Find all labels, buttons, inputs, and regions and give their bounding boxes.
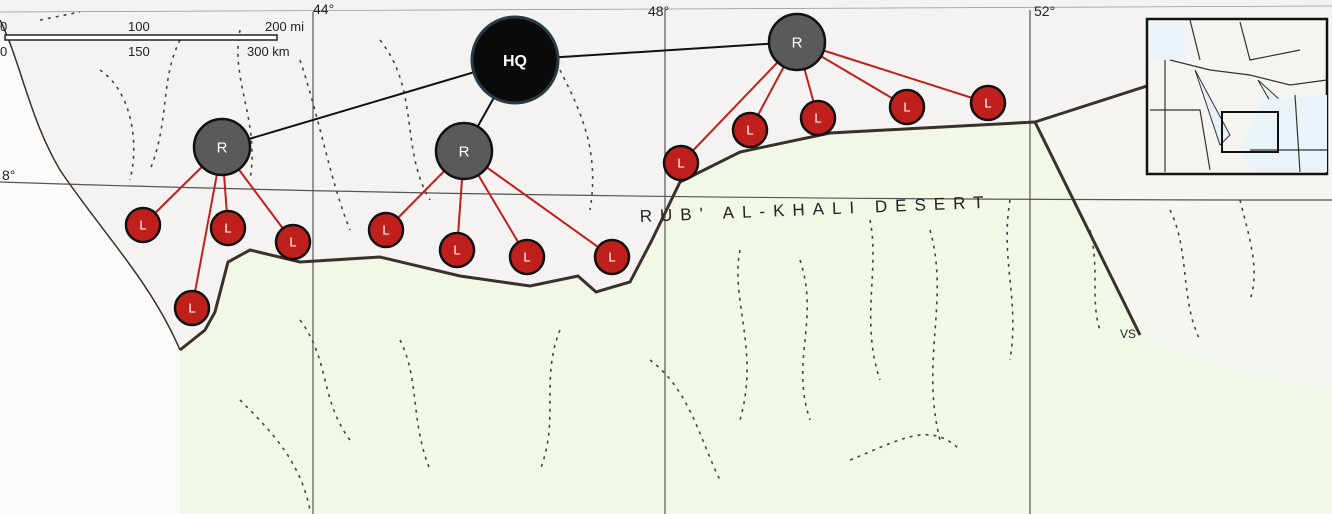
local-node-label: L [382, 223, 389, 238]
yemen-land [180, 122, 1332, 514]
local-node[interactable]: L [209, 209, 247, 247]
local-node[interactable]: L [173, 289, 211, 327]
local-node-circle [209, 209, 247, 247]
borders [0, 19, 1151, 352]
graticule [0, 5, 1332, 514]
regional-node-circle [192, 117, 252, 177]
local-node-label: L [903, 100, 910, 115]
local-node-label: L [677, 156, 684, 171]
local-node-label: L [984, 96, 991, 111]
local-node-circle [593, 238, 631, 276]
lon-52-label: 52° [1034, 3, 1055, 19]
local-node-circle [274, 223, 312, 261]
local-node-circle [124, 206, 162, 244]
hq-node[interactable]: HQ [470, 15, 560, 105]
regional-node-label: R [217, 139, 228, 156]
local-node-circle [438, 231, 476, 269]
local-node-label: L [139, 218, 146, 233]
local-node-circle [508, 238, 546, 276]
local-node[interactable]: L [731, 111, 769, 149]
scale-km-300: 300 km [247, 44, 290, 59]
local-node-circle [969, 84, 1007, 122]
inset-locator-map [1145, 17, 1329, 176]
scale-bar: 0 100 200 mi 0 150 300 km [0, 19, 304, 59]
regional-node-circle [434, 121, 494, 181]
scale-mi-100: 100 [128, 19, 150, 34]
regional-node-circle [767, 12, 827, 72]
scale-km-150: 150 [128, 44, 150, 59]
regional-node-label: R [459, 143, 470, 160]
local-node[interactable]: L [274, 223, 312, 261]
local-node-circle [888, 88, 926, 126]
local-node-label: L [746, 123, 753, 138]
local-node[interactable]: L [593, 238, 631, 276]
coast-mark: VS [1120, 327, 1136, 341]
lon-44-label: 44° [313, 1, 334, 17]
local-node-label: L [188, 301, 195, 316]
lon-48-label: 48° [648, 3, 669, 19]
local-node-circle [662, 144, 700, 182]
hq-label: HQ [503, 53, 527, 70]
local-node[interactable]: L [438, 231, 476, 269]
local-node[interactable]: L [969, 84, 1007, 122]
red-sea [0, 20, 180, 514]
local-node-circle [367, 211, 405, 249]
scale-mi-0: 0 [0, 19, 7, 34]
local-node[interactable]: L [124, 206, 162, 244]
regional-node[interactable]: R [767, 12, 827, 72]
regional-node[interactable]: R [434, 121, 494, 181]
lat-label: 8° [2, 167, 15, 183]
local-node-label: L [224, 221, 231, 236]
local-node-label: L [523, 250, 530, 265]
local-node[interactable]: L [799, 99, 837, 137]
scale-km-0: 0 [0, 44, 7, 59]
local-node[interactable]: L [888, 88, 926, 126]
local-node-circle [173, 289, 211, 327]
local-node-circle [731, 111, 769, 149]
regional-node-label: R [792, 34, 803, 51]
local-node-label: L [814, 111, 821, 126]
local-node[interactable]: L [367, 211, 405, 249]
regional-node[interactable]: R [192, 117, 252, 177]
local-node-circle [799, 99, 837, 137]
local-node[interactable]: L [508, 238, 546, 276]
local-node-label: L [453, 243, 460, 258]
scale-mi-200: 200 mi [265, 19, 304, 34]
local-node-label: L [608, 250, 615, 265]
local-node-label: L [289, 235, 296, 250]
wadis [39, 11, 1255, 511]
local-node[interactable]: L [662, 144, 700, 182]
